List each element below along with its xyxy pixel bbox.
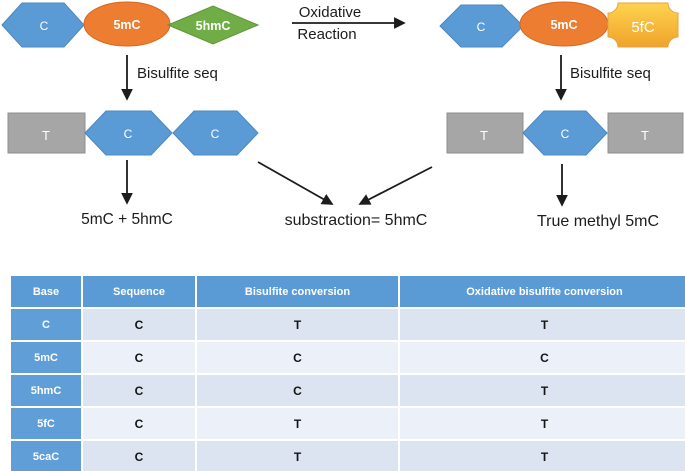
header-cell-sequence: Sequence [83, 276, 195, 307]
table-cell: C [197, 375, 398, 406]
header-cell-bisulfite: Bisulfite conversion [197, 276, 398, 307]
hexagon-c-top-right-label: C [477, 20, 486, 34]
table-cell: C [83, 441, 195, 471]
plaque-5fc [607, 2, 679, 48]
table-cell: T [197, 408, 398, 439]
hexagon-c-result-right [522, 110, 608, 156]
table-cell: T [400, 309, 685, 340]
left-subtraction-arrow [257, 161, 334, 205]
ellipse-5mc-top-left-label: 5mC [113, 18, 140, 32]
right-outcome-label: True methyl 5mC [537, 213, 659, 230]
table-cell: C [83, 375, 195, 406]
hexagon-c-result-right-label: C [561, 127, 570, 141]
gray-box-t-right-1 [446, 112, 524, 154]
base-cell: 5caC [11, 441, 81, 471]
table-cell: T [197, 441, 398, 471]
right-subtraction-arrow [358, 166, 433, 205]
gray-box-t-left-label: T [42, 128, 50, 143]
gray-box-t-right-1-label: T [480, 128, 488, 143]
table-cell: T [400, 408, 685, 439]
diamond-5hmc-label: 5hmC [196, 19, 231, 33]
subtraction-outcome-label: substraction= 5hmC [285, 212, 428, 229]
right-bisulfite-label: Bisulfite seq [570, 65, 651, 82]
hexagon-c-result-left-2 [172, 110, 259, 156]
gray-box-t-right-2-label: T [641, 128, 649, 143]
gray-box-t-right-2 [607, 112, 684, 154]
base-cell: 5mC [11, 342, 81, 373]
oxidative-label-line1: Oxidative [299, 4, 362, 21]
base-cell: 5fC [11, 408, 81, 439]
table-cell: T [400, 441, 685, 471]
table-cell: C [400, 342, 685, 373]
table-cell: C [83, 408, 195, 439]
table-cell: T [197, 309, 398, 340]
hexagon-c-top-left-label: C [40, 19, 49, 33]
conversion-table: Base Sequence Bisulfite conversion Oxida… [11, 276, 685, 471]
left-bisulfite-label: Bisulfite seq [137, 65, 218, 82]
diamond-5hmc [166, 5, 260, 45]
table-cell: T [400, 375, 685, 406]
base-cell: 5hmC [11, 375, 81, 406]
table-cell: C [197, 342, 398, 373]
oxidative-label-line2: Reaction [297, 26, 356, 43]
hexagon-c-result-left-1 [84, 110, 173, 156]
left-outcome-label: 5mC + 5hmC [81, 211, 173, 228]
hexagon-c-result-left-2-label: C [211, 127, 220, 141]
ellipse-5mc-top-right-label: 5mC [550, 18, 577, 32]
plaque-5fc-label: 5fC [631, 19, 655, 36]
base-cell: C [11, 309, 81, 340]
table-cell: C [83, 309, 195, 340]
header-cell-base: Base [11, 276, 81, 307]
table-cell: C [83, 342, 195, 373]
oxbs-flow-diagram: C 5mC 5hmC Oxidative Reaction C 5mC 5fC … [1, 1, 684, 230]
header-cell-oxidative: Oxidative bisulfite conversion [400, 276, 685, 307]
hexagon-c-result-left-1-label: C [124, 127, 133, 141]
